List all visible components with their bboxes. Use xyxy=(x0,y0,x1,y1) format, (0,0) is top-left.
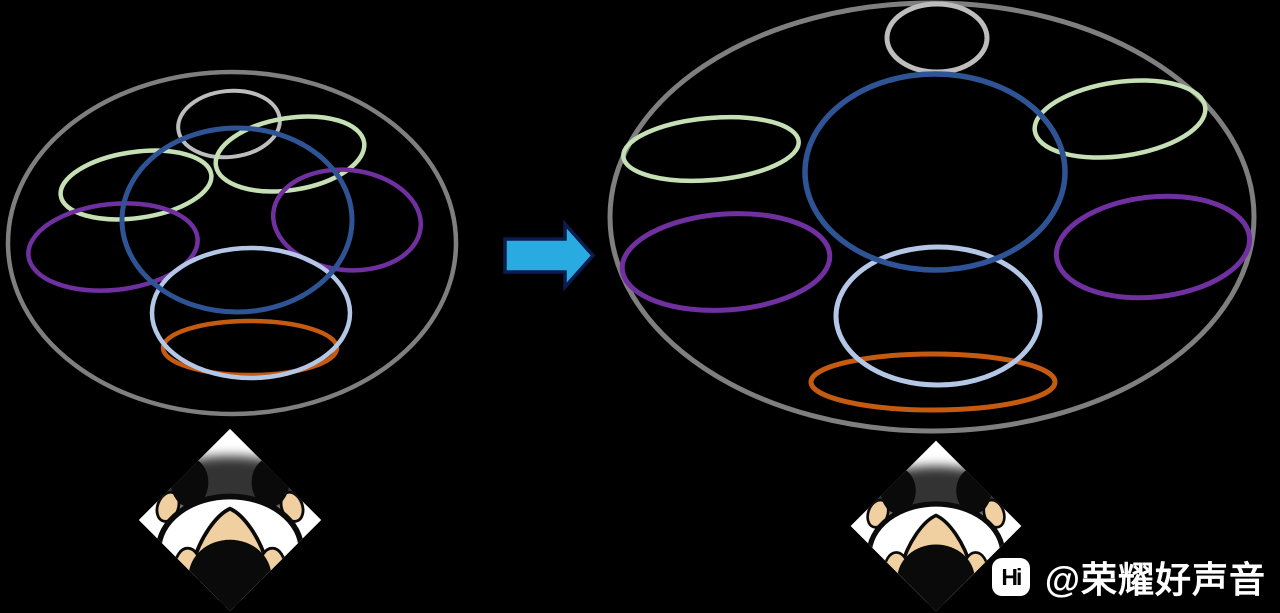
right-ring-green-left xyxy=(621,114,801,184)
right-arrow-icon xyxy=(503,219,596,292)
left-ring-purple-left xyxy=(26,201,200,293)
left-ring-outer xyxy=(5,69,459,417)
left-ring-purple-right xyxy=(270,167,424,273)
right-ring-silver xyxy=(884,1,990,75)
right-ring-purple-right xyxy=(1053,193,1253,301)
hi-logo-icon: Hi xyxy=(991,558,1030,596)
right-ring-diagram xyxy=(607,0,1257,434)
right-ring-orange xyxy=(808,351,1058,413)
left-ring-light-blue xyxy=(149,245,353,381)
left-ring-green-left xyxy=(58,148,214,222)
right-ring-purple-left xyxy=(619,211,833,313)
mascot-diamond-left xyxy=(136,426,324,613)
left-ring-diagram xyxy=(5,69,459,417)
watermark-handle: @荣耀好声音 xyxy=(1044,559,1266,600)
bear-mascot-icon xyxy=(136,426,324,613)
right-ring-green-right xyxy=(1032,78,1208,160)
transform-arrow xyxy=(503,219,596,292)
left-ring-green-right xyxy=(213,114,367,194)
right-ring-light-blue xyxy=(833,244,1043,388)
right-ring-blue xyxy=(802,71,1068,273)
watermark: Hi @荣耀好声音 xyxy=(991,551,1266,603)
left-ring-blue xyxy=(119,125,355,315)
